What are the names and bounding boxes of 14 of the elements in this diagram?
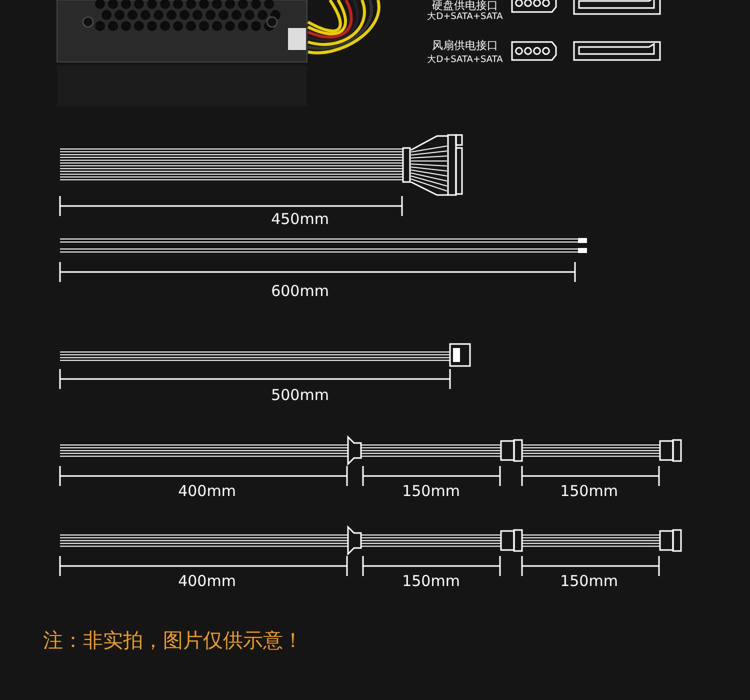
connector-label: 风扇供电接口 — [432, 40, 498, 51]
dimension-label: 150mm — [402, 484, 460, 499]
dimension-label: 450mm — [271, 212, 329, 227]
dimension-label: 400mm — [178, 574, 236, 589]
dimension-label: 150mm — [402, 574, 460, 589]
dimension-label: 150mm — [560, 574, 618, 589]
dimension-label: 600mm — [271, 284, 329, 299]
note-text: 注：非实拍，图片仅供示意！ — [43, 630, 303, 650]
connector-label: 大D+SATA+SATA — [427, 56, 503, 65]
dimension-label: 400mm — [178, 484, 236, 499]
connector-label: 硬盘供电接口 — [432, 0, 498, 11]
dimension-label: 500mm — [271, 388, 329, 403]
dimension-label: 150mm — [560, 484, 618, 499]
connector-label: 大D+SATA+SATA — [427, 13, 503, 22]
